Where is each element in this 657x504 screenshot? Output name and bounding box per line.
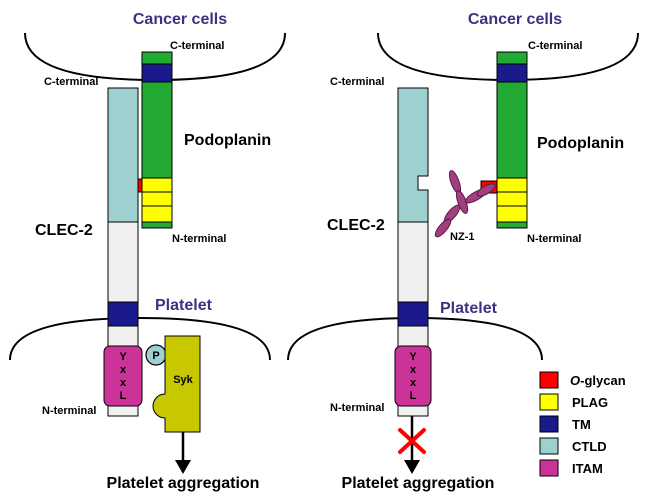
block-x-mark: [398, 428, 426, 454]
itam-left: [103, 345, 143, 407]
podoplanin-label-right: Podoplanin: [537, 135, 624, 152]
legend-label-tm: TM: [572, 417, 591, 432]
aggregation-arrow-head-right: [404, 460, 420, 474]
itam-motif-1-left: Y: [119, 351, 127, 363]
n-terminal-podoplanin-right: N-terminal: [527, 233, 581, 245]
itam-motif-1-right: Y: [409, 351, 417, 363]
itam-motif-4-right: L: [410, 390, 417, 402]
plag-segment-2-right: [496, 191, 528, 207]
nz1-arm-right-2: [476, 183, 496, 197]
clec2-ctld-left: [107, 87, 139, 223]
clec2-tm-left: [107, 301, 139, 327]
nz1-antibody: [434, 170, 496, 238]
plag-segment-1-right: [496, 177, 528, 193]
podoplanin-c-tail-left: [141, 51, 173, 65]
syk-label: Syk: [173, 374, 193, 386]
n-terminal-podoplanin-left: N-terminal: [172, 233, 226, 245]
podoplanin-extracellular-left: [141, 81, 173, 179]
legend-label-ctld: CTLD: [572, 439, 607, 454]
legend-swatch-ctld: [539, 437, 559, 455]
legend-swatch-oglycan: [539, 371, 559, 389]
clec2-label-right: CLEC-2: [327, 217, 385, 234]
plag-segment-3-left: [141, 205, 173, 223]
legend-swatch-itam: [539, 459, 559, 477]
right-panel: Y x x L Cancer cells C-terminal C-termin…: [287, 11, 639, 492]
legend: O-glycan PLAG TM CTLD ITAM: [539, 371, 626, 477]
podoplanin-tm-right: [496, 63, 528, 83]
left-panel: Y x x L P Syk Cancer cells C-terminal C-…: [9, 11, 286, 492]
plag-segment-3-right: [496, 205, 528, 223]
legend-item-plag: PLAG: [539, 393, 608, 411]
platelet-aggregation-left: Platelet aggregation: [107, 475, 260, 492]
syk-protein: [152, 335, 201, 433]
c-terminal-podoplanin-left: C-terminal: [170, 40, 224, 52]
clec2-stalk-left: [107, 221, 139, 303]
legend-item-tm: TM: [539, 415, 591, 433]
podoplanin-tm-left: [141, 63, 173, 83]
itam-motif-4-left: L: [120, 390, 127, 402]
legend-swatch-tm: [539, 415, 559, 433]
itam-motif-3-left: x: [120, 377, 127, 389]
platelet-membrane-left: [9, 316, 271, 361]
nz1-label: NZ-1: [450, 231, 474, 243]
itam-right: [394, 345, 432, 407]
legend-item-itam: ITAM: [539, 459, 603, 477]
itam-motif-3-right: x: [410, 377, 417, 389]
legend-item-ctld: CTLD: [539, 437, 607, 455]
podoplanin-n-tail-right: [496, 221, 528, 229]
legend-label-plag: PLAG: [572, 395, 608, 410]
clec2-label-left: CLEC-2: [35, 222, 93, 239]
c-terminal-clec2-right: C-terminal: [330, 76, 384, 88]
plag-segment-2-left: [141, 191, 173, 207]
podoplanin-c-tail-right: [496, 51, 528, 65]
nz1-arm-upper-1: [448, 170, 462, 194]
clec2-stalk-right: [397, 221, 429, 303]
c-terminal-podoplanin-right: C-terminal: [528, 40, 582, 52]
legend-label-itam: ITAM: [572, 461, 603, 476]
legend-swatch-plag: [539, 393, 559, 411]
cancer-cells-title-right: Cancer cells: [468, 11, 562, 28]
cancer-cells-title-left: Cancer cells: [133, 11, 227, 28]
clec2-tm-right: [397, 301, 429, 327]
platelet-title-left: Platelet: [155, 297, 213, 314]
itam-motif-2-right: x: [410, 364, 417, 376]
c-terminal-clec2-left: C-terminal: [44, 76, 98, 88]
platelet-title-right: Platelet: [440, 300, 498, 317]
clec2-ctld-right: [397, 87, 429, 223]
phosphate-label: P: [152, 350, 159, 362]
nz1-stem-2: [434, 218, 452, 238]
legend-item-oglycan: O-glycan: [539, 371, 626, 389]
platelet-aggregation-right: Platelet aggregation: [342, 475, 495, 492]
podoplanin-extracellular-right: [496, 81, 528, 179]
podoplanin-n-tail-left: [141, 221, 173, 229]
n-terminal-clec2-left: N-terminal: [42, 405, 96, 417]
itam-motif-2-left: x: [120, 364, 127, 376]
n-terminal-clec2-right: N-terminal: [330, 402, 384, 414]
podoplanin-label-left: Podoplanin: [184, 132, 271, 149]
legend-label-oglycan: O-glycan: [570, 373, 626, 388]
plag-segment-1-left: [141, 177, 173, 193]
aggregation-arrow-head-left: [175, 460, 191, 474]
